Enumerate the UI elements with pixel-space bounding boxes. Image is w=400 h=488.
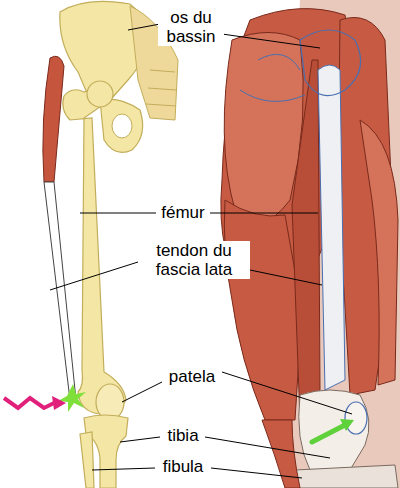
- leader-lines: [50, 24, 352, 478]
- part-label: patela: [167, 367, 217, 386]
- part-label: fémur: [159, 203, 206, 222]
- part-label: tendon du fascia lata: [138, 241, 250, 279]
- part-label: fibula: [161, 457, 206, 476]
- part-label: os du bassin: [158, 8, 224, 46]
- part-label: tibia: [165, 426, 200, 445]
